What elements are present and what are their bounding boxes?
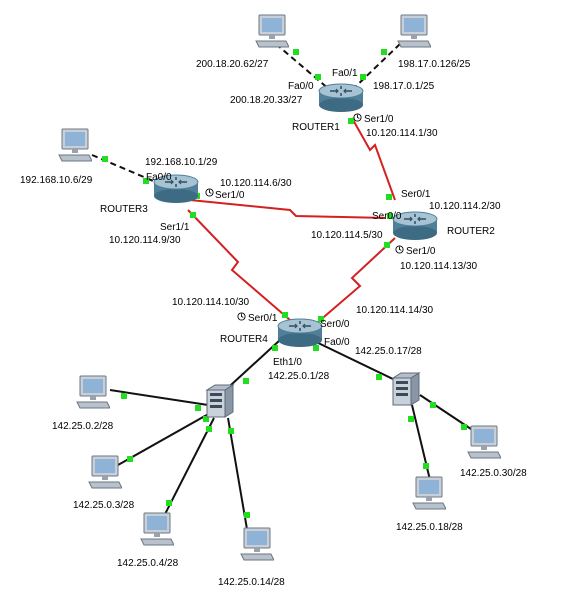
pc-icon [240,527,274,561]
router3-name: ROUTER3 [100,204,148,215]
router-icon [318,83,364,113]
label-r1-ser10-ip: 10.120.114.1/30 [366,128,438,139]
label-r1-fa00-ip: 200.18.20.33/27 [230,95,303,106]
label-r3-ser11-ip: 10.120.114.9/30 [109,235,181,246]
router2-name: ROUTER2 [447,226,495,237]
label-r3-fa00-ip: 192.168.10.1/29 [145,157,218,168]
ethernet-links [91,43,481,536]
label-r4-ser01-ip: 10.120.114.10/30 [172,297,250,308]
clock-icon [353,113,362,122]
device-pc-2[interactable] [397,14,431,48]
pc-icon [467,425,501,459]
pc-icon [412,476,446,510]
serial-r3-r2 [189,199,386,219]
label-r2-ser00-ip: 10.120.114.5/30 [311,230,383,241]
device-pc-b[interactable] [88,455,122,489]
device-pc-c[interactable] [140,512,174,546]
pc-icon [88,455,122,489]
serial-r2-r4 [317,237,396,323]
device-router4[interactable] [277,318,323,348]
label-r1-ser10: Ser1/0 [364,114,394,125]
device-pc-3[interactable] [58,128,92,162]
pc-icon [76,375,110,409]
device-router1[interactable] [318,83,364,113]
label-pc-e-ip: 142.25.0.18/28 [396,522,463,533]
label-r3-ser11: Ser1/1 [160,222,190,233]
label-r4-fa00: Fa0/0 [324,337,350,348]
label-pc-c-ip: 142.25.0.4/28 [117,558,179,569]
router-icon [277,318,323,348]
clock-icon [237,312,246,321]
clock-icon [205,188,214,197]
label-r2-ser10: Ser1/0 [406,246,436,257]
label-pc1-ip: 200.18.20.62/27 [196,59,269,70]
label-r2-ser01-ip: 10.120.114.2/30 [429,201,501,212]
router4-name: ROUTER4 [220,334,268,345]
label-pc-d-ip: 142.25.0.14/28 [218,577,285,588]
label-pc2-ip: 198.17.0.126/25 [398,59,471,70]
link-pc1-router1 [275,43,331,91]
label-r4-fa00-ip: 142.25.0.17/28 [355,346,422,357]
link-switch1-pc-a [109,389,209,406]
label-r2-ser10-ip: 10.120.114.13/30 [400,261,478,272]
serial-links [187,117,396,323]
pc-icon [58,128,92,162]
pc-icon [140,512,174,546]
label-r4-ser01: Ser0/1 [248,313,278,324]
device-switch-2[interactable] [392,372,420,406]
label-r4-ser00: Ser0/0 [320,319,350,330]
labels: 200.18.20.62/27 198.17.0.126/25 Fa0/1 Fa… [20,59,527,588]
label-r3-fa00: Fa0/0 [146,172,172,183]
label-r1-fa01: Fa0/1 [332,68,358,79]
router1-name: ROUTER1 [292,122,340,133]
label-r3-ser10: Ser1/0 [215,190,245,201]
link-router4-switch2 [311,339,396,381]
label-r1-fa01-ip: 198.17.0.1/25 [373,81,435,92]
device-pc-e[interactable] [412,476,446,510]
label-pc-a-ip: 142.25.0.2/28 [52,421,114,432]
label-r2-ser00: Ser0/0 [372,211,402,222]
link-switch1-pc-b [117,411,213,466]
label-r4-eth10: Eth1/0 [273,357,302,368]
clock-icon [395,245,404,254]
label-r1-fa00: Fa0/0 [288,81,314,92]
device-pc-a[interactable] [76,375,110,409]
label-r3-ser10-ip: 10.120.114.6/30 [220,178,292,189]
pc-icon [255,14,289,48]
link-status-dots [102,49,467,518]
device-pc-1[interactable] [255,14,289,48]
link-pc2-router1 [351,43,401,91]
label-r4-ser00-ip: 10.120.114.14/30 [356,305,434,316]
device-switch-1[interactable] [206,384,234,418]
serial-r3-r4 [187,209,291,321]
pc-icon [397,14,431,48]
label-pc-b-ip: 142.25.0.3/28 [73,500,135,511]
label-r2-ser01: Ser0/1 [401,189,431,200]
device-pc-f[interactable] [467,425,501,459]
link-switch2-pc-f [419,394,481,436]
label-r4-eth10-ip: 142.25.0.1/28 [268,371,330,382]
serial-r1-r2 [351,117,396,201]
device-pc-d[interactable] [240,527,274,561]
switch-icon [206,384,234,418]
label-pc-f-ip: 142.25.0.30/28 [460,468,527,479]
switch-icon [392,372,420,406]
label-pc3-ip: 192.168.10.6/29 [20,175,93,186]
